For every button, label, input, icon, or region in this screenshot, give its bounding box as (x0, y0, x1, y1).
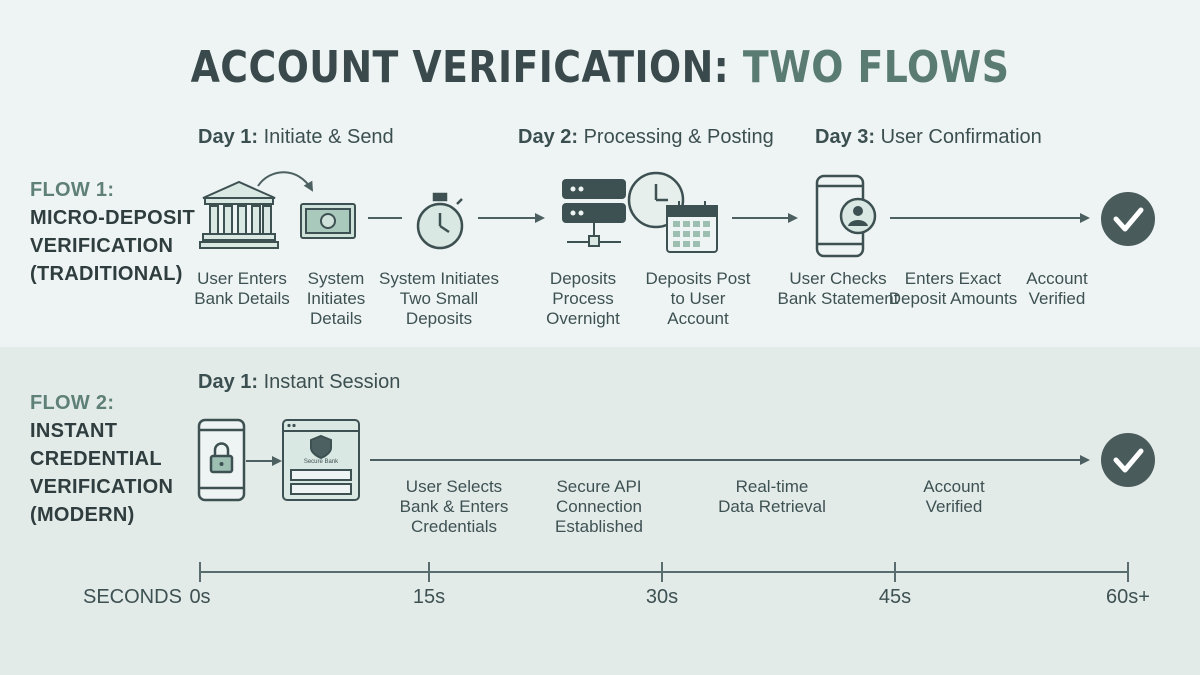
label-line: Bank Details (194, 289, 290, 308)
calendar-icon (666, 201, 718, 253)
phone-lock-icon (197, 418, 246, 502)
secure-bank-window-icon (282, 419, 360, 501)
flow2-checkmark-icon (1101, 433, 1155, 487)
day-text: User Confirmation (880, 126, 1042, 148)
label-line: Secure API (556, 477, 642, 496)
flow2-name-line: (MODERN) (30, 504, 135, 526)
timeline-tick-label: 45s (878, 586, 912, 608)
label-line: User Selects (405, 477, 503, 496)
flow1-step-label: User Enters Bank Details (194, 269, 289, 309)
flow1-step-label: Enters Exact Deposit Amounts (889, 269, 1018, 309)
flow1-step-label: Deposits Post to User Account (646, 269, 751, 329)
flow1-day1-header: Day 1: Initiate & Send (198, 126, 394, 149)
flow2-step-label: Secure API Connection Established (555, 477, 643, 537)
server-icon (562, 179, 626, 247)
curved-arrow (257, 171, 314, 192)
flow1-step-label: System Initiates Details (307, 269, 366, 329)
label-line: Process (552, 289, 614, 308)
cash-icon (300, 203, 356, 239)
label-line: Deposits Post (645, 269, 751, 288)
flow1-arrows (257, 171, 1090, 223)
flow2-number: FLOW 2: (30, 392, 115, 414)
label-line: Overnight (546, 309, 620, 328)
day-text: Processing & Posting (583, 126, 774, 148)
flow1-label: FLOW 1: MICRO-DEPOSIT VERIFICATION (TRAD… (30, 176, 195, 288)
flow1-step-label: Deposits Process Overnight (546, 269, 620, 329)
label-line: Enters Exact (904, 269, 1002, 288)
flow2-name-line: INSTANT (30, 420, 118, 442)
label-line: User Checks (789, 269, 887, 288)
bank-icon (199, 180, 279, 249)
phone-user-icon (815, 174, 877, 258)
day-label: Day 1: (198, 126, 259, 148)
flow2-name-line: VERIFICATION (30, 476, 174, 498)
flow2-band (0, 347, 1200, 675)
flow1-name-line: VERIFICATION (30, 235, 174, 257)
flow2-step-label: User Selects Bank & Enters Credentials (400, 477, 509, 537)
day-text: Instant Session (263, 371, 401, 393)
flow1-step-label: User Checks Bank Statement (778, 269, 899, 309)
label-line: Verified (925, 497, 983, 516)
flow2-label: FLOW 2: INSTANT CREDENTIAL VERIFICATION … (30, 389, 173, 529)
day-label: Day 2: (518, 126, 579, 148)
flow1-day2-header: Day 2: Processing & Posting (518, 126, 774, 149)
stopwatch-icon (416, 192, 464, 250)
timeline-tick-label: 15s (412, 586, 446, 608)
label-line: Verified (1028, 289, 1086, 308)
label-line: System Initiates (379, 269, 499, 288)
flow1-step-label: Account Verified (1026, 269, 1087, 309)
label-line: Deposits (405, 309, 473, 328)
label-line: Bank & Enters (399, 497, 509, 516)
title-part2: TWO FLOWS (742, 42, 1010, 93)
timeline-tick-label: 0s (189, 586, 211, 608)
label-line: Deposit Amounts (888, 289, 1018, 308)
title-part1: ACCOUNT VERIFICATION: (190, 42, 730, 93)
label-line: Credentials (410, 517, 497, 536)
flow1-number: FLOW 1: (30, 179, 115, 201)
label-line: System (307, 269, 365, 288)
flow1-checkmark-icon (1101, 192, 1155, 246)
label-line: Data Retrieval (718, 497, 826, 516)
label-line: Connection (555, 497, 643, 516)
seconds-timeline-axis (199, 562, 1129, 582)
label-line: Established (555, 517, 643, 536)
flow1-name-line: (TRADITIONAL) (30, 263, 183, 285)
flow2-name-line: CREDENTIAL (30, 448, 162, 470)
flow2-day1-header: Day 1: Instant Session (198, 371, 400, 394)
flow2-step-label: Account Verified (923, 477, 984, 517)
label-line: Bank Statement (777, 289, 899, 308)
label-line: Deposits (549, 269, 617, 288)
label-line: Initiates (306, 289, 366, 308)
label-line: Two Small (399, 289, 479, 308)
label-line: Account (923, 477, 985, 496)
label-line: Account (1026, 269, 1088, 288)
flow2-step-label: Real-time Data Retrieval (718, 477, 826, 517)
label-line: User Enters (197, 269, 287, 288)
label-line: Account (667, 309, 729, 328)
secure-bank-label: Secure Bank (303, 459, 339, 465)
flow1-step-label: System Initiates Two Small Deposits (379, 269, 499, 329)
day-text: Initiate & Send (263, 126, 394, 148)
label-line: to User (670, 289, 726, 308)
label-line: Details (310, 309, 362, 328)
flow1-day3-header: Day 3: User Confirmation (815, 126, 1042, 149)
timeline-tick-label: 30s (645, 586, 679, 608)
day-label: Day 3: (815, 126, 876, 148)
flow1-name-line: MICRO-DEPOSIT (30, 207, 196, 229)
timeline-tick-label: 60s+ (1106, 586, 1150, 608)
timeline-axis-label: SECONDS (83, 586, 182, 608)
page-title: ACCOUNT VERIFICATION: TWO FLOWS (84, 42, 1116, 93)
label-line: Real-time (735, 477, 809, 496)
day-label: Day 1: (198, 371, 259, 393)
